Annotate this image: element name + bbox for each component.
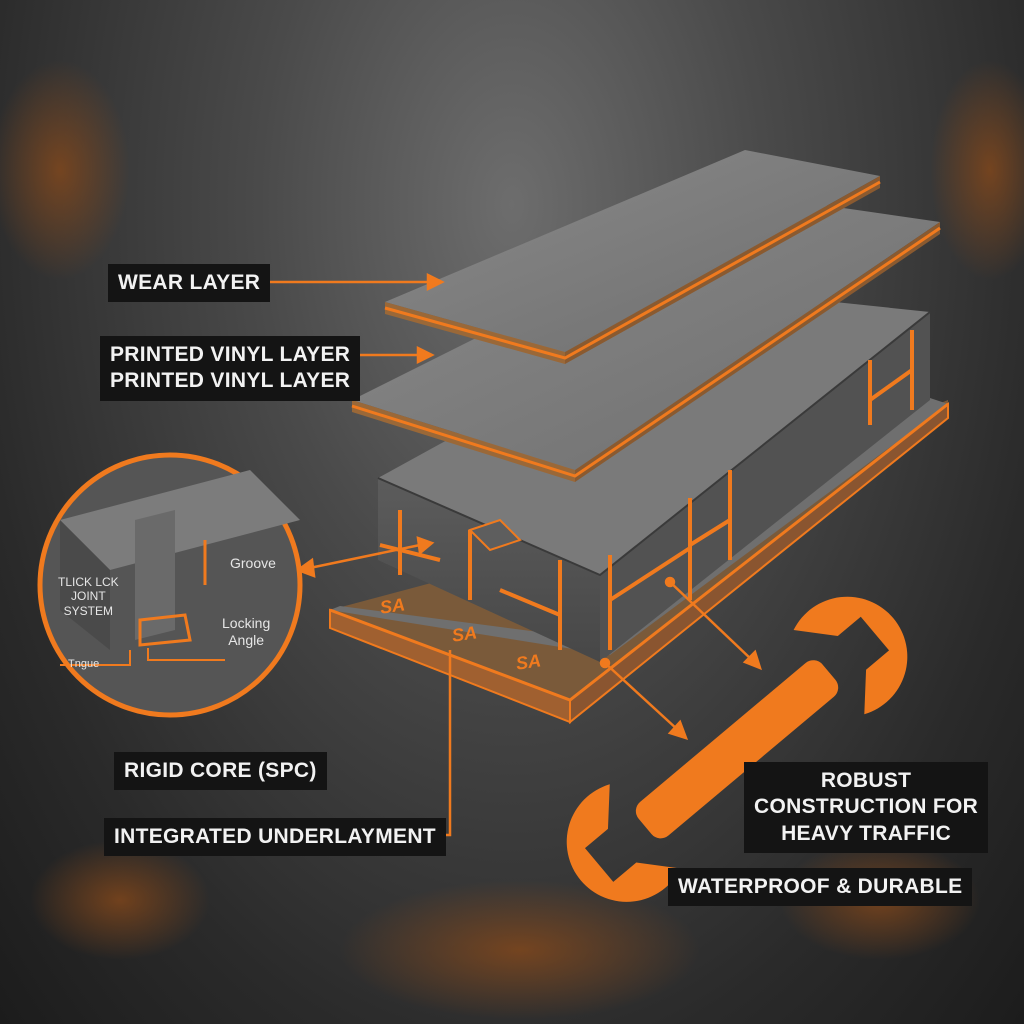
- inset-tongue-label: Tngue: [68, 658, 100, 670]
- rust-stain: [30, 840, 210, 960]
- rigid-core-block: [377, 290, 931, 662]
- waterproof-label: WATERPROOF & DURABLE: [668, 868, 973, 907]
- wear-layer-label: WEAR LAYER: [108, 264, 271, 303]
- inset-click-joint-label: TLICK LCK JOINT SYSTEM: [58, 575, 119, 618]
- inset-click-line2: JOINT: [71, 589, 106, 604]
- printed-vinyl-label: PRINTED VINYL LAYER PRINTED VINYL LAYER: [100, 336, 361, 401]
- inset-locking-label: Locking Angle: [222, 615, 270, 649]
- wear-layer-plank: [384, 150, 881, 364]
- printed-vinyl-plank: [351, 196, 941, 482]
- robust-line2: CONSTRUCTION FOR: [754, 795, 979, 819]
- rigid-core-label: RIGID CORE (SPC): [114, 752, 327, 791]
- base-mark: SA: [450, 622, 479, 646]
- underlayment-label: INTEGRATED UNDERLAYMENT: [104, 818, 446, 857]
- printed-vinyl-line2: PRINTED VINYL LAYER: [110, 369, 351, 393]
- wrench-icon: [566, 596, 908, 902]
- printed-vinyl-line1: PRINTED VINYL LAYER: [110, 343, 351, 366]
- base-mark: SA: [378, 594, 407, 618]
- inset-click-line3: SYSTEM: [63, 603, 114, 618]
- robust-line3: HEAVY TRAFFIC: [781, 821, 952, 845]
- robust-construction-label: ROBUST CONSTRUCTION FOR HEAVY TRAFFIC: [744, 762, 989, 853]
- base-mark: SA: [514, 650, 543, 674]
- robust-line1: ROBUST: [820, 769, 912, 792]
- inset-locking-line2: Angle: [228, 631, 265, 648]
- inset-locking-line1: Locking: [222, 615, 271, 631]
- inset-groove-label: Groove: [230, 555, 276, 571]
- rust-stain: [930, 60, 1024, 280]
- rust-stain: [0, 60, 130, 280]
- click-lock-detail-inset: [37, 452, 303, 718]
- inset-click-line1: TLICK LCK: [58, 575, 119, 589]
- rust-stain: [340, 880, 700, 1020]
